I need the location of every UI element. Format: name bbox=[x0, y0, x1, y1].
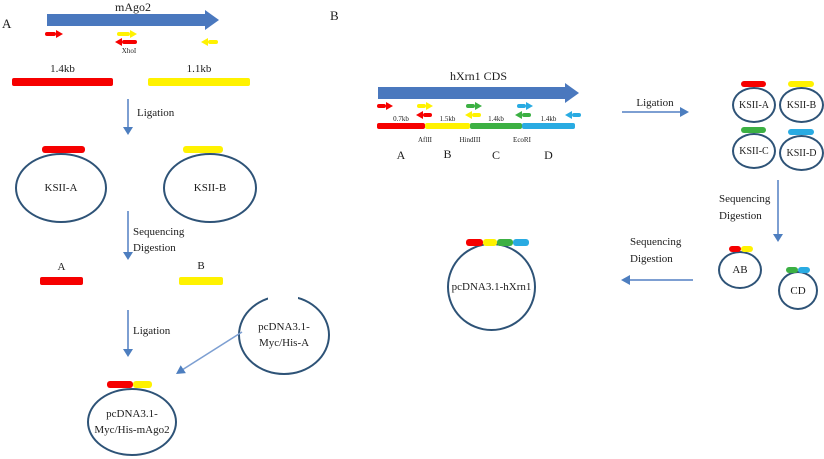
panel-b-label: B bbox=[330, 8, 339, 23]
fragment-b-label: B bbox=[197, 260, 205, 272]
segment-d-letter: D bbox=[544, 148, 553, 162]
step-digestion-b1: Digestion bbox=[719, 210, 762, 222]
product-b-insert-yellow bbox=[483, 239, 497, 246]
plasmid-cd: CD bbox=[778, 271, 818, 310]
panel-a-label: A bbox=[2, 16, 12, 31]
reverse-primer-red-icon bbox=[115, 37, 137, 47]
segment-a-letter: A bbox=[396, 148, 406, 162]
reverse-primer-yellow-icon bbox=[201, 37, 218, 47]
product-pcdna31-hxrn1: pcDNA3.1-hXrn1 bbox=[447, 243, 536, 331]
gene-title-hxrn1: hXrn1 CDS bbox=[449, 69, 507, 83]
step-sequencing-b2: Sequencing bbox=[630, 236, 682, 248]
plasmid-ksii-b: KSII-B bbox=[163, 153, 257, 223]
ligation-arrow-2-head bbox=[123, 349, 133, 357]
fragment-a-bar bbox=[40, 277, 83, 285]
reverse-primer-b-icon bbox=[465, 110, 481, 120]
fragment-b-bar bbox=[179, 277, 223, 285]
sequencing-arrow-b1 bbox=[777, 180, 779, 234]
forward-primer-red-icon bbox=[45, 29, 63, 39]
sequencing-arrow-a bbox=[127, 211, 129, 252]
vector-to-product-arrow bbox=[176, 331, 243, 374]
cds-segment-d bbox=[522, 123, 575, 129]
segment-b-letter: B bbox=[443, 147, 452, 161]
enzyme-site-xhoi: XhoI bbox=[121, 47, 137, 55]
fragment-2-bar bbox=[148, 78, 250, 86]
gene-title-mago2: mAgo2 bbox=[115, 0, 151, 14]
plasmid-ksii-a-b: KSII-A bbox=[732, 87, 776, 123]
cd-insert-blue bbox=[798, 267, 810, 273]
fragment-1-size: 1.4kb bbox=[50, 63, 75, 75]
cds-segment-a bbox=[377, 123, 425, 129]
forward-primer-yellow-icon bbox=[117, 29, 137, 39]
sequencing-arrow-b1-head bbox=[773, 234, 783, 242]
plasmid-ksii-b-b: KSII-B bbox=[779, 87, 824, 123]
vector-open-gap bbox=[268, 292, 298, 301]
enzyme-aflii: AflII bbox=[418, 136, 432, 144]
ligation-arrow-1 bbox=[127, 99, 129, 127]
product-a-insert-red bbox=[107, 381, 133, 388]
step-digestion-b2: Digestion bbox=[630, 253, 673, 265]
sequencing-arrow-b2 bbox=[629, 279, 693, 281]
step-sequencing-a: Sequencing bbox=[133, 226, 185, 238]
product-pcdna31-myc-his-mago2: pcDNA3.1- Myc/His-mAgo2 bbox=[87, 388, 177, 456]
sequencing-arrow-a-head bbox=[123, 252, 133, 260]
plasmid-ksii-c: KSII-C bbox=[732, 133, 776, 169]
fragment-1-bar bbox=[12, 78, 113, 86]
enzyme-hindiii: HindIII bbox=[459, 136, 481, 144]
segment-d-size: 1.4kb bbox=[540, 115, 557, 123]
product-b-insert-red bbox=[466, 239, 483, 246]
ksii-b-insert-b bbox=[788, 81, 814, 87]
segment-b-size: 1.5kb bbox=[439, 115, 456, 123]
step-sequencing-b1: Sequencing bbox=[719, 193, 771, 205]
segment-a-size: 0.7kb bbox=[393, 115, 409, 123]
step-digestion-a: Digestion bbox=[133, 242, 176, 254]
cd-insert-green bbox=[786, 267, 798, 273]
enzyme-ecori: EcoRI bbox=[513, 136, 531, 144]
vector-pcdna31-myc-his-a: pcDNA3.1- Myc/His-A bbox=[238, 295, 330, 375]
ligation-arrow-b-head bbox=[680, 107, 689, 117]
plasmid-ksii-d: KSII-D bbox=[779, 135, 824, 171]
step-ligation-1: Ligation bbox=[137, 107, 175, 119]
product-b-insert-green bbox=[497, 239, 513, 246]
sequencing-arrow-b2-head bbox=[621, 275, 630, 285]
ligation-arrow-b bbox=[622, 111, 680, 113]
segment-c-letter: C bbox=[491, 148, 500, 162]
forward-primer-c-icon bbox=[466, 101, 482, 111]
product-a-insert-yellow bbox=[133, 381, 152, 388]
forward-primer-a-icon bbox=[377, 101, 393, 111]
forward-primer-d-icon bbox=[517, 101, 533, 111]
ksii-d-insert bbox=[788, 129, 814, 135]
fragment-2-size: 1.1kb bbox=[186, 63, 212, 75]
product-b-insert-blue bbox=[513, 239, 529, 246]
ksii-a-insert bbox=[42, 146, 85, 153]
ksii-c-insert bbox=[741, 127, 766, 133]
fragment-a-label: A bbox=[57, 261, 66, 273]
cds-segment-c bbox=[470, 123, 522, 129]
cds-segment-b bbox=[425, 123, 470, 129]
reverse-primer-c-icon bbox=[515, 110, 531, 120]
plasmid-ab: AB bbox=[718, 251, 762, 289]
gene-arrow-icon bbox=[47, 10, 219, 30]
ab-insert-red bbox=[729, 246, 741, 252]
ligation-arrow-2 bbox=[127, 310, 129, 349]
ab-insert-yellow bbox=[741, 246, 753, 252]
ksii-a-insert-b bbox=[741, 81, 766, 87]
forward-primer-b-icon bbox=[417, 101, 433, 111]
plasmid-ksii-a: KSII-A bbox=[15, 153, 107, 223]
step-ligation-2: Ligation bbox=[133, 325, 171, 337]
ksii-b-insert bbox=[183, 146, 223, 153]
reverse-primer-d-icon bbox=[565, 110, 581, 120]
segment-c-size: 1.4kb bbox=[488, 115, 504, 123]
ligation-arrow-1-head bbox=[123, 127, 133, 135]
reverse-primer-a-icon bbox=[416, 110, 432, 120]
gene-arrow-hxrn1-icon bbox=[378, 83, 579, 103]
step-ligation-b: Ligation bbox=[636, 97, 674, 109]
